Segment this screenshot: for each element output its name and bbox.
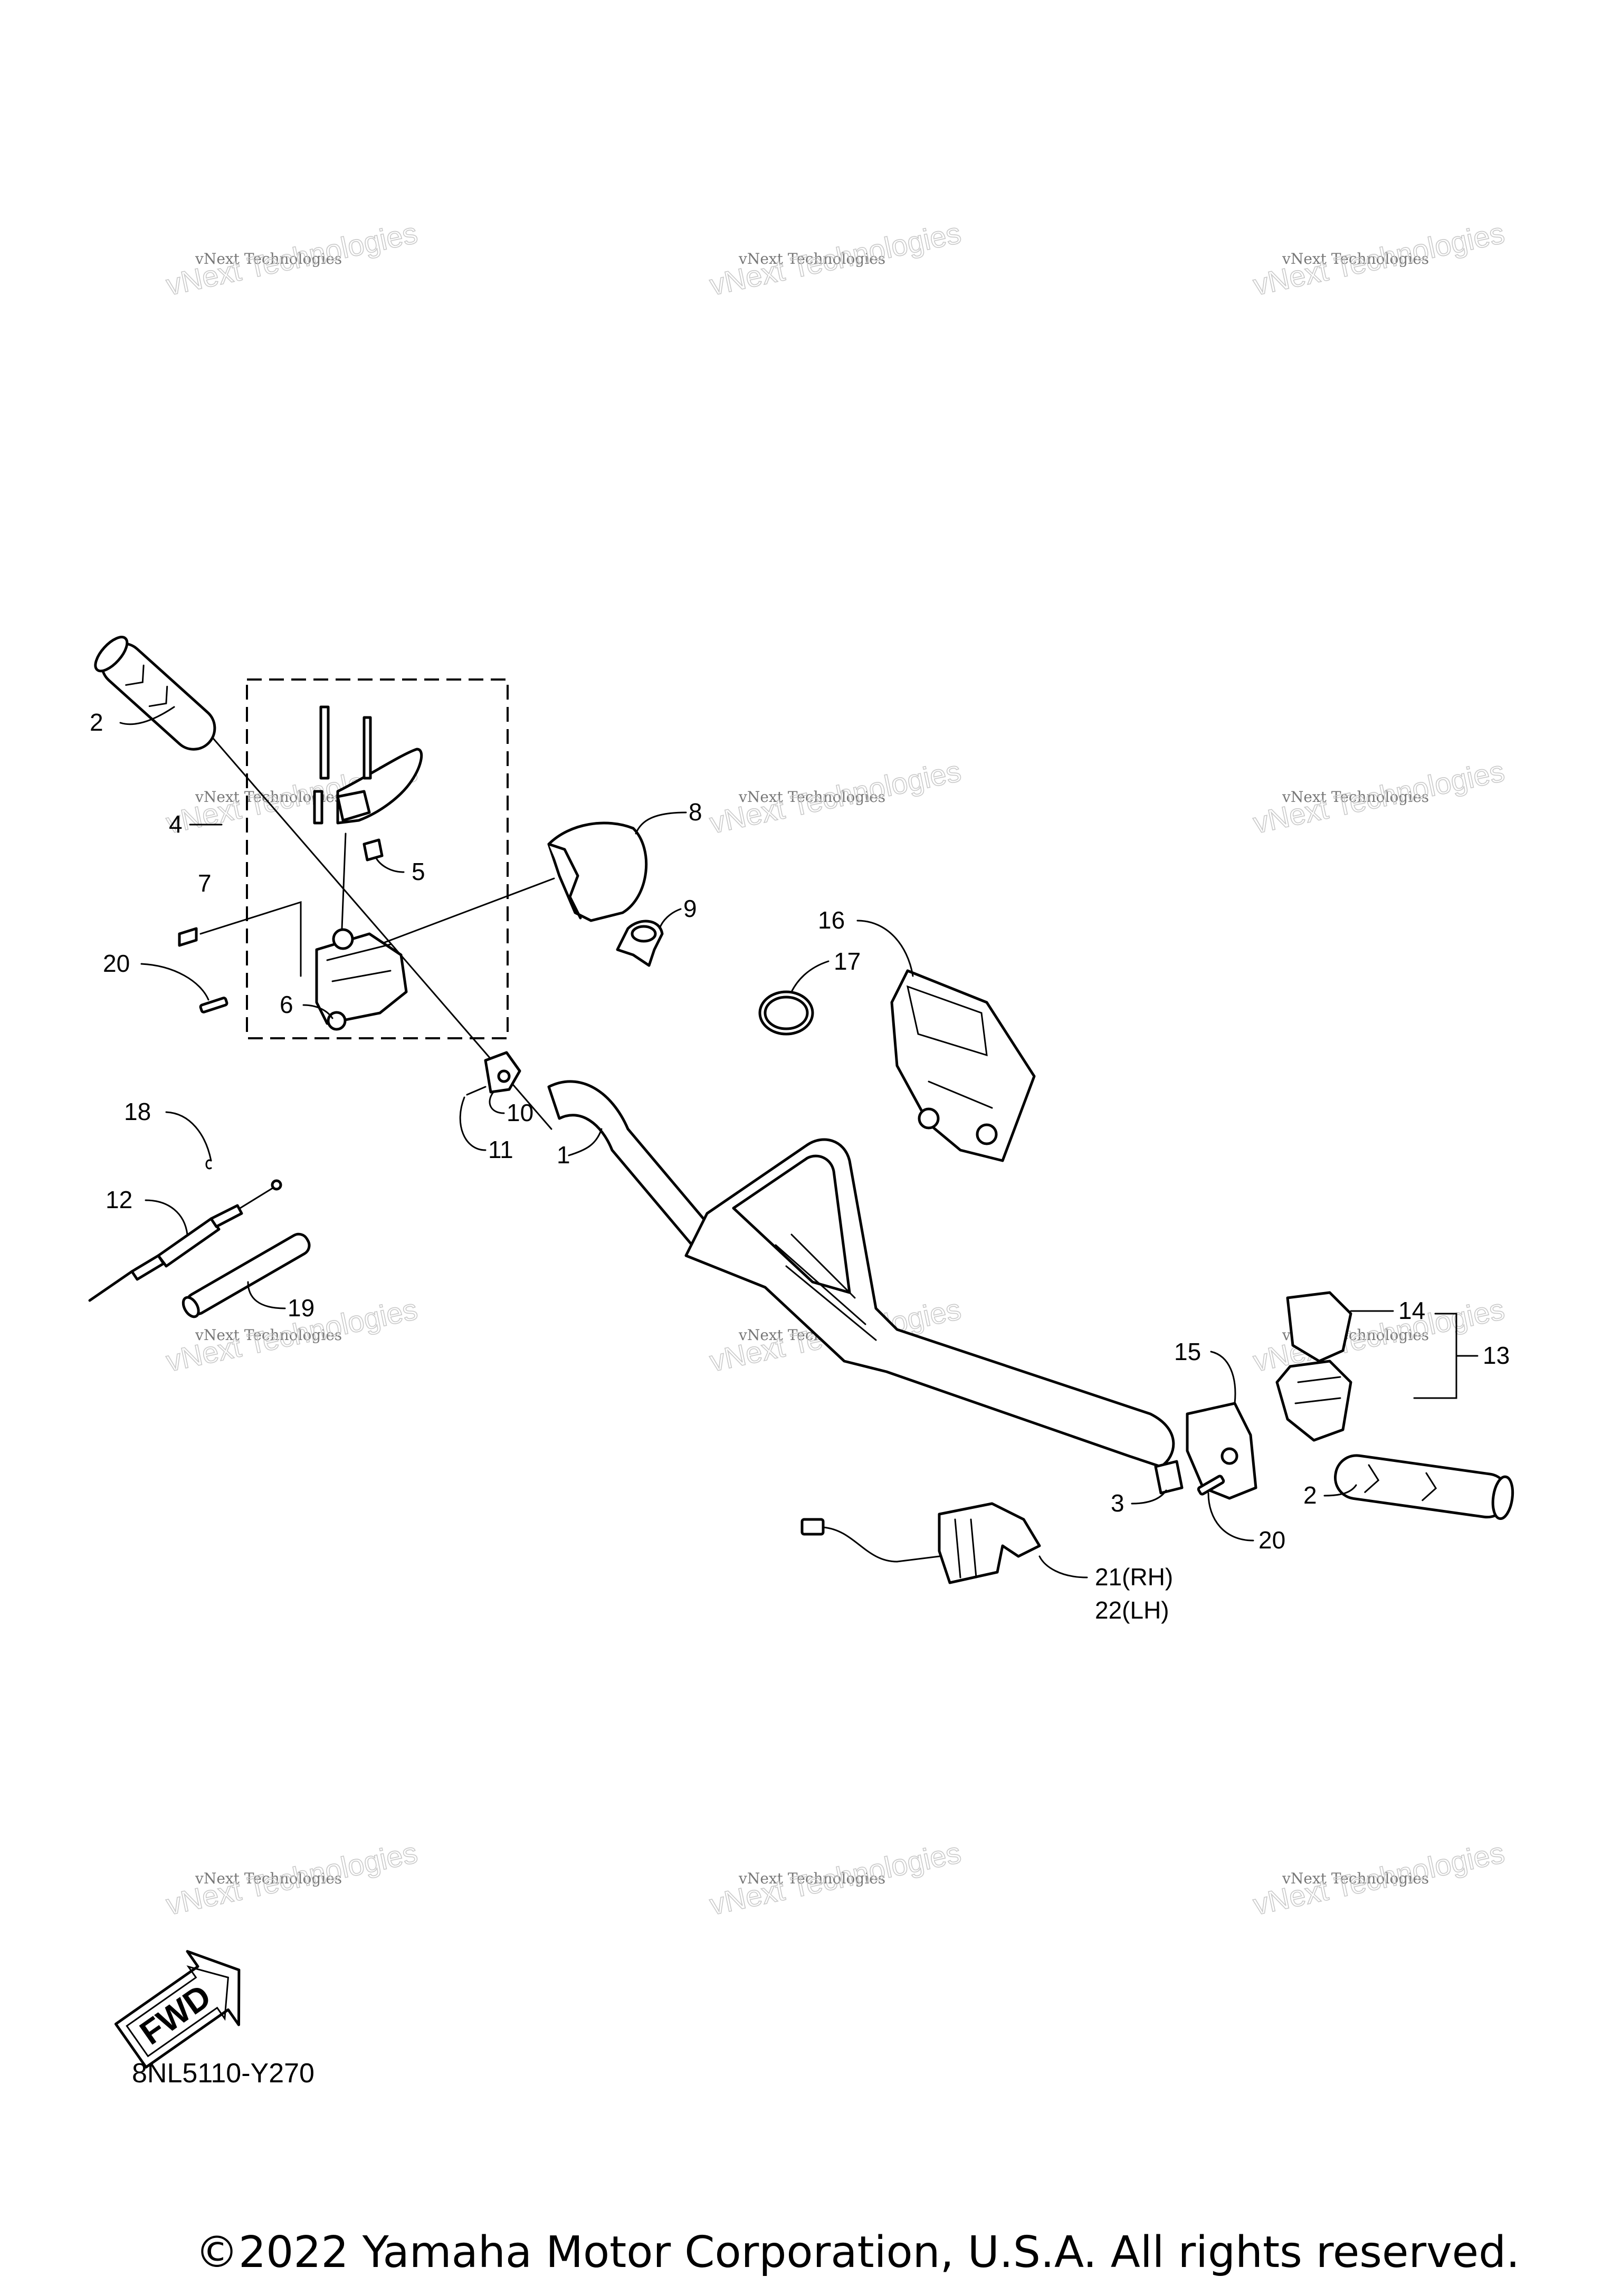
diagram-code: 8NL5110-Y270 (132, 2058, 314, 2089)
handlebar-holder (890, 969, 1036, 1162)
watermark: vNext Technologies vNext Technologies (163, 216, 421, 302)
watermark: vNext Technologies vNext Technologies (1250, 754, 1508, 840)
right-grip (1334, 1454, 1514, 1520)
callout-20a: 20 (103, 950, 130, 977)
lead-16 (856, 920, 914, 977)
lead-21 (1038, 1555, 1088, 1578)
callout-20b: 20 (1258, 1526, 1285, 1554)
throttle-cable (88, 1179, 282, 1302)
callout-5: 5 (412, 858, 425, 885)
switch-plate (1186, 1402, 1257, 1500)
forward-arrow-icon (114, 1950, 241, 2069)
lead-15 (1210, 1351, 1236, 1404)
alignment-line-pin (341, 833, 347, 930)
watermark-line1: vNext Technologies (1282, 788, 1429, 806)
leader-lines (119, 706, 1479, 1578)
lead-2a (119, 706, 175, 725)
callout-16: 16 (818, 906, 845, 934)
callout-9: 9 (683, 895, 697, 922)
screw-right (1197, 1475, 1225, 1496)
lead-6 (302, 1004, 333, 1019)
watermark-line1: vNext Technologies (738, 250, 885, 267)
callout-6: 6 (280, 991, 293, 1018)
lead-1 (568, 1128, 603, 1156)
callout-18: 18 (124, 1098, 151, 1125)
callout-labels: 2 4 5 7 20 6 8 9 16 17 10 11 1 18 12 19 … (90, 709, 1510, 1624)
lead-10 (489, 1091, 505, 1114)
callout-21: 21(RH) (1095, 1563, 1173, 1591)
retaining-ring (758, 990, 814, 1036)
callout-2b: 2 (1303, 1481, 1317, 1509)
kill-switch (616, 920, 664, 967)
callout-22: 22(LH) (1095, 1596, 1169, 1624)
callout-4: 4 (169, 810, 183, 838)
callout-15: 15 (1174, 1338, 1201, 1365)
lead-8 (635, 811, 687, 835)
watermark: vNext Technologies vNext Technologies (707, 216, 965, 302)
lead-2b (1323, 1484, 1357, 1497)
watermark-line1: vNext Technologies (195, 1870, 342, 1887)
lead-12 (145, 1199, 188, 1236)
callout-12: 12 (106, 1186, 132, 1213)
callout-1: 1 (557, 1141, 570, 1169)
watermark: vNext Technologies vNext Technologies (707, 1835, 965, 1922)
callout-11: 11 (488, 1136, 513, 1163)
bracket (466, 1051, 521, 1096)
watermark-line1: vNext Technologies (1282, 250, 1429, 267)
lead-3 (1131, 1489, 1167, 1505)
bar-end-cap (1154, 1460, 1184, 1495)
screw-left (199, 997, 228, 1013)
switch-cover (547, 821, 648, 922)
callout-14: 14 (1398, 1297, 1425, 1324)
callout-17: 17 (834, 948, 861, 975)
lead-7-box (199, 901, 302, 977)
tube (182, 1232, 311, 1318)
watermark: vNext Technologies vNext Technologies (163, 1835, 421, 1922)
callout-3: 3 (1111, 1489, 1124, 1517)
watermark-line1: vNext Technologies (1282, 1870, 1429, 1887)
watermark: vNext Technologies vNext Technologies (707, 754, 965, 840)
throttle-lever (313, 705, 423, 825)
left-grip (94, 636, 216, 751)
label-plate (178, 927, 198, 947)
nut (363, 838, 384, 862)
callout-13: 13 (1483, 1342, 1510, 1369)
callout-19: 19 (288, 1294, 314, 1322)
lead-20b (1207, 1492, 1254, 1542)
handlebar (547, 1080, 1175, 1468)
callout-2a: 2 (90, 709, 103, 736)
watermark-line1: vNext Technologies (738, 1870, 885, 1887)
callout-10: 10 (507, 1099, 533, 1126)
lead-18 (165, 1111, 212, 1162)
lead-20a (140, 963, 209, 1001)
watermark-line1: vNext Technologies (738, 788, 885, 806)
lead-13-bracket (1413, 1313, 1479, 1399)
watermark: vNext Technologies vNext Technologies (1250, 1835, 1508, 1922)
lead-11 (459, 1096, 487, 1151)
watermark-line1: vNext Technologies (195, 1326, 342, 1344)
watermark-group: vNext Technologies vNext Technologies vN… (163, 216, 1508, 1922)
callout-8: 8 (689, 798, 702, 826)
throttle-housing (315, 928, 408, 1031)
callout-7: 7 (198, 869, 212, 897)
lead-9 (659, 908, 682, 930)
lead-5 (375, 856, 405, 873)
clip (205, 1159, 212, 1170)
lead-17 (790, 960, 829, 993)
grip-heater-harness (800, 1502, 1041, 1584)
watermark-line1: vNext Technologies (195, 250, 342, 267)
switch-assembly (1275, 1291, 1352, 1442)
watermark: vNext Technologies vNext Technologies (1250, 216, 1508, 302)
lead-19 (247, 1281, 286, 1309)
copyright-notice: ©2022 Yamaha Motor Corporation, U.S.A. A… (195, 2227, 1520, 2278)
